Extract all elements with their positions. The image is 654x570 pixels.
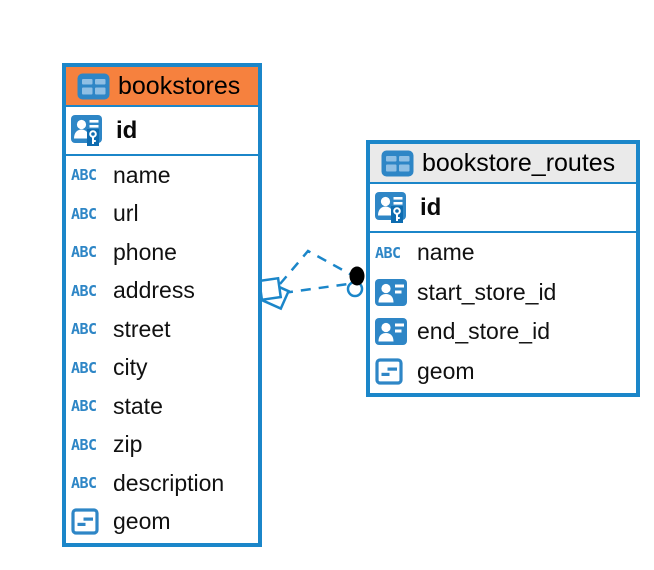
column-name: zip <box>113 431 143 458</box>
column-name: id <box>116 116 138 144</box>
column-row[interactable]: ABC description <box>66 464 258 503</box>
column-row[interactable]: ABC city <box>66 349 258 388</box>
column-row[interactable]: ABC state <box>66 387 258 426</box>
relationship-line-upper[interactable] <box>279 249 351 285</box>
table-name: bookstores <box>118 71 241 100</box>
reference-type-icon <box>375 278 411 306</box>
text-type-icon: ABC <box>71 281 97 300</box>
text-type-icon: ABC <box>71 435 97 454</box>
column-name: url <box>113 200 139 227</box>
text-type-icon: ABC <box>71 243 97 262</box>
column-name: geom <box>113 508 171 535</box>
table-name: bookstore_routes <box>422 148 616 177</box>
text-type-icon: ABC <box>71 358 97 377</box>
column-row[interactable]: geom <box>66 503 258 542</box>
column-row-id[interactable]: id <box>370 184 636 233</box>
text-type-icon: ABC <box>375 243 401 262</box>
column-name: name <box>417 239 475 266</box>
relationship-diamond-marker[interactable] <box>257 276 291 311</box>
text-type-icon: ABC <box>71 474 97 493</box>
column-name: phone <box>113 238 177 265</box>
primary-key-icon <box>375 192 411 223</box>
reference-type-icon <box>375 318 411 346</box>
column-name: end_store_id <box>417 318 550 345</box>
column-name: start_store_id <box>417 278 557 305</box>
column-name: id <box>420 193 442 221</box>
column-row[interactable]: geom <box>370 352 636 392</box>
column-row[interactable]: ABC address <box>66 272 258 311</box>
table-bookstore-routes-header[interactable]: bookstore_routes <box>370 144 636 184</box>
column-row[interactable]: ABC zip <box>66 426 258 465</box>
column-name: geom <box>417 357 475 384</box>
table-bookstore-routes[interactable]: bookstore_routes id ABC name <box>366 140 640 397</box>
column-name: description <box>113 469 225 496</box>
relationship-dot-marker[interactable] <box>346 266 365 298</box>
column-row[interactable]: ABC name <box>66 156 258 195</box>
column-name: street <box>113 315 171 342</box>
table-bookstores-header[interactable]: bookstores <box>66 67 258 107</box>
column-row[interactable]: end_store_id <box>370 312 636 352</box>
column-name: state <box>113 392 163 419</box>
column-name: address <box>113 277 195 304</box>
column-row[interactable]: ABC phone <box>66 233 258 272</box>
text-type-icon: ABC <box>71 320 97 339</box>
relationship-line-lower[interactable] <box>282 282 349 295</box>
column-row-id[interactable]: id <box>66 107 258 156</box>
table-icon <box>381 150 414 176</box>
text-type-icon: ABC <box>71 166 97 185</box>
relationship-link[interactable] <box>279 249 351 295</box>
table-icon <box>77 73 110 99</box>
column-row[interactable]: ABC street <box>66 310 258 349</box>
text-type-icon: ABC <box>71 204 97 223</box>
column-name: name <box>113 161 171 188</box>
column-name: city <box>113 354 148 381</box>
table-bookstores[interactable]: bookstores id ABC name A <box>62 63 262 547</box>
column-row[interactable]: start_store_id <box>370 273 636 313</box>
column-row[interactable]: ABC url <box>66 195 258 234</box>
primary-key-icon <box>71 115 107 146</box>
geometry-type-icon <box>375 358 411 385</box>
column-row[interactable]: ABC name <box>370 233 636 273</box>
text-type-icon: ABC <box>71 397 97 416</box>
geometry-type-icon <box>71 508 107 535</box>
